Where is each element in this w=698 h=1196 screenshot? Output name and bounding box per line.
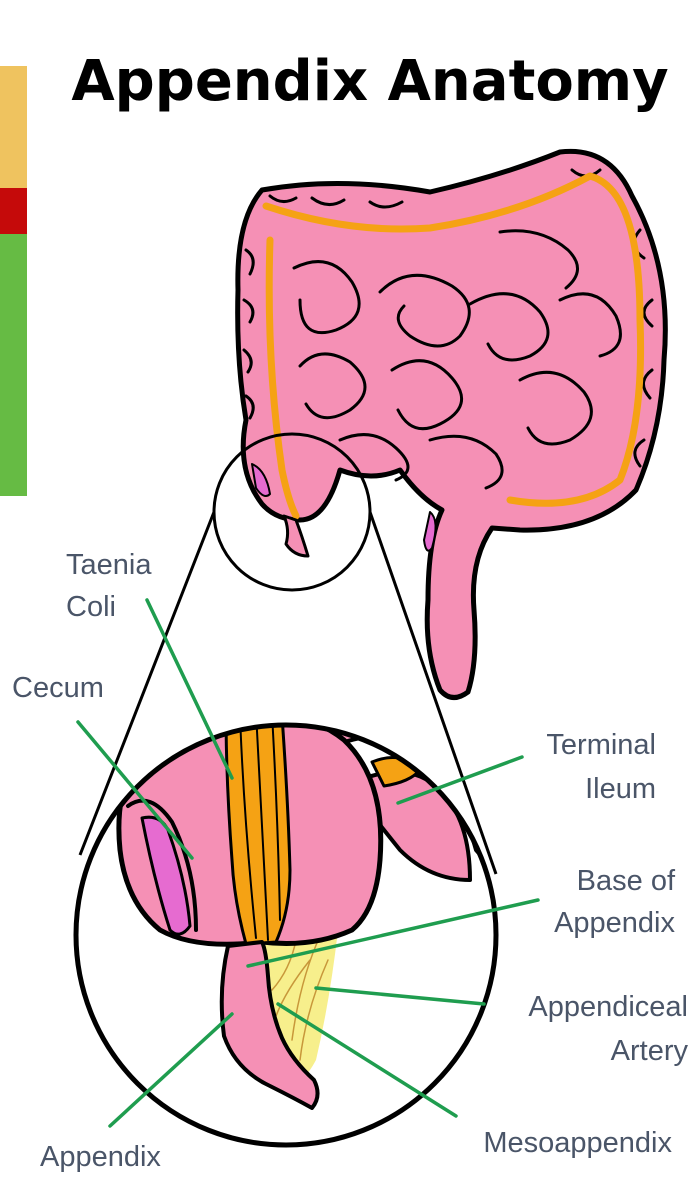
label-base-of-appendix-line2: Appendix (554, 907, 675, 939)
color-bars (0, 66, 27, 496)
labels: Taenia Coli Cecum Terminal Ileum Base of… (12, 549, 688, 1173)
color-bar-red (0, 188, 27, 234)
leader-terminal-ileum (396, 755, 524, 805)
label-taenia-coli-line1: Taenia (66, 549, 152, 581)
zoomed-cecum (73, 722, 499, 1148)
page-title: Appendix Anatomy (71, 49, 668, 114)
label-terminal-ileum-line2: Ileum (585, 773, 656, 805)
magnifier-line-left (78, 511, 216, 856)
label-appendiceal-artery-line1: Appendiceal (528, 991, 688, 1023)
leader-cecum (76, 720, 194, 860)
color-bar-yellow (0, 66, 27, 188)
label-mesoappendix: Mesoappendix (483, 1127, 672, 1159)
magnifier-large-circle (73, 722, 499, 1148)
magnifier (78, 432, 498, 875)
leader-mesoappendix (276, 1002, 458, 1118)
label-cecum: Cecum (12, 672, 104, 704)
leader-lines (76, 598, 540, 1128)
color-bar-green (0, 234, 27, 496)
appendix-shape (219, 940, 320, 1110)
leader-base-of-appendix (246, 898, 540, 968)
label-appendix: Appendix (40, 1141, 161, 1173)
label-terminal-ileum-line1: Terminal (546, 729, 656, 761)
leader-taenia-coli (145, 598, 234, 780)
intestines-overview (235, 148, 668, 700)
label-base-of-appendix-line1: Base of (577, 865, 676, 897)
leader-appendiceal-artery (314, 986, 486, 1006)
magnifier-line-right (368, 511, 498, 875)
leader-appendix (108, 1012, 234, 1128)
label-taenia-coli-line2: Coli (66, 591, 116, 623)
colon-outline (235, 148, 668, 700)
label-appendiceal-artery-line2: Artery (611, 1035, 689, 1067)
